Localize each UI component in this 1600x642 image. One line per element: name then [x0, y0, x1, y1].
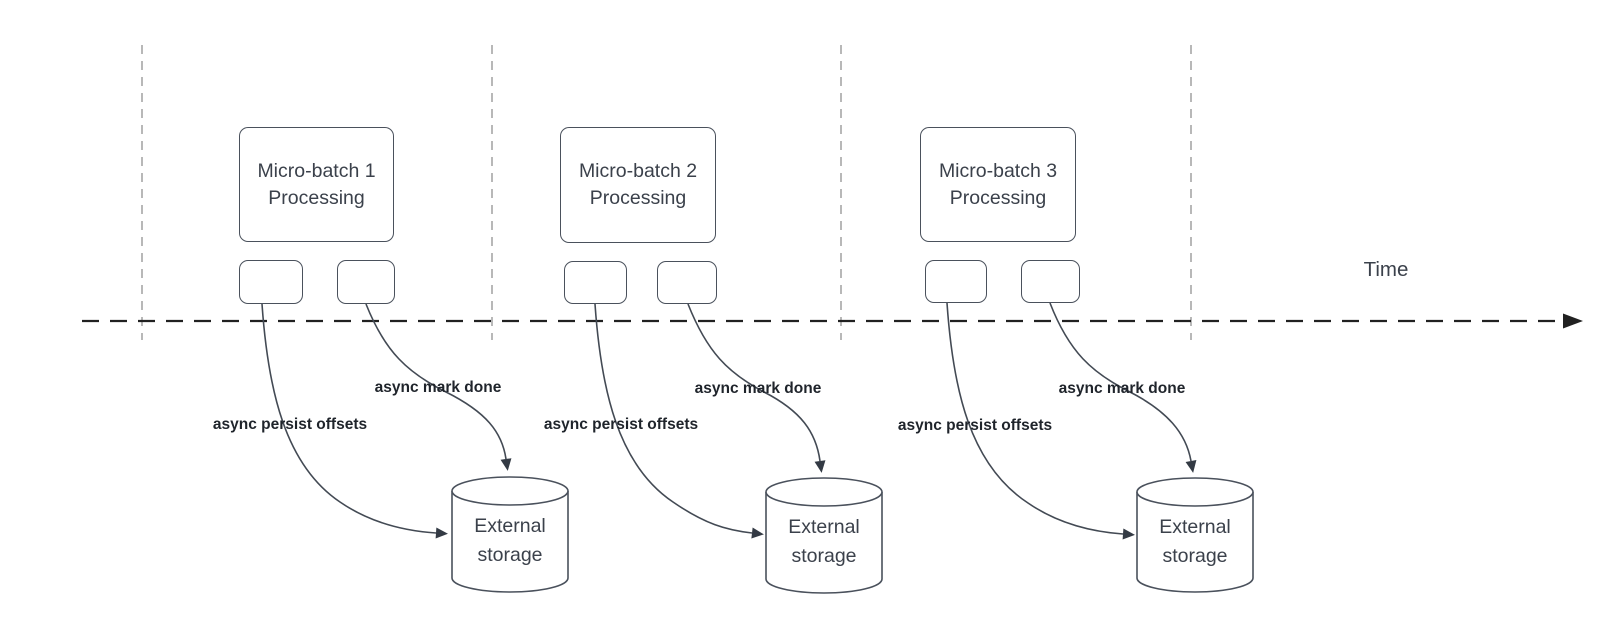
time-axis-arrowhead-icon — [1563, 313, 1583, 329]
cylinder-top — [1136, 477, 1254, 507]
cylinder-body — [451, 491, 569, 593]
persist-offsets-arrow-1 — [261, 303, 448, 539]
cylinder-top — [451, 476, 569, 506]
mark-done-label-2: async mark done — [694, 380, 822, 397]
micro-batch-3-processing-box: Micro-batch 3 Processing — [920, 127, 1076, 242]
storage-cylinder-2 — [765, 477, 883, 594]
storage-label-line2: storage — [1162, 545, 1228, 567]
storage-cylinder-1 — [451, 476, 569, 593]
persist-offsets-arrow-3 — [946, 302, 1135, 540]
time-axis-label: Time — [1363, 258, 1409, 281]
persist-offsets-label-3: async persist offsets — [897, 417, 1053, 434]
mark-done-task-box-1 — [337, 260, 395, 304]
persist-offsets-label-2: async persist offsets — [543, 416, 699, 433]
mark-done-task-box-3 — [1021, 260, 1080, 303]
mark-done-arrow-3 — [1049, 302, 1197, 473]
persist-offsets-task-box-2 — [564, 261, 627, 304]
external-storage-label-1: External storage — [474, 512, 546, 570]
mark-done-arrow-2 — [687, 303, 826, 473]
micro-batch-2-processing-box: Micro-batch 2 Processing — [560, 127, 716, 243]
external-storage-label-3: External storage — [1159, 513, 1231, 571]
micro-batch-box-subtitle: Processing — [268, 186, 365, 209]
mark-done-arrow-1 — [365, 303, 512, 471]
persist-offsets-task-box-1 — [239, 260, 303, 304]
persist-offsets-label-1: async persist offsets — [212, 416, 368, 433]
micro-batch-box-subtitle: Processing — [589, 187, 687, 209]
cylinder-top — [765, 477, 883, 507]
mark-done-label-3: async mark done — [1058, 380, 1186, 397]
storage-cylinder-3 — [1136, 477, 1254, 593]
external-storage-label-2: External storage — [788, 513, 860, 571]
storage-label-line2: storage — [791, 545, 857, 567]
mark-done-label-1: async mark done — [374, 379, 502, 396]
persist-offsets-arrow-2 — [594, 303, 764, 539]
micro-batch-box-subtitle: Processing — [949, 186, 1047, 209]
storage-label-line1: External — [474, 515, 546, 537]
cylinder-body — [1136, 492, 1254, 593]
storage-label-line2: storage — [477, 544, 543, 566]
storage-label-line1: External — [1159, 516, 1231, 538]
cylinder-body — [765, 492, 883, 594]
micro-batch-box-title: Micro-batch 3 — [938, 159, 1058, 182]
micro-batch-box-title: Micro-batch 2 — [578, 160, 698, 182]
micro-batch-box-title: Micro-batch 1 — [257, 159, 376, 182]
micro-batch-1-processing-box: Micro-batch 1 Processing — [239, 127, 394, 242]
mark-done-task-box-2 — [657, 261, 717, 304]
storage-label-line1: External — [788, 516, 860, 538]
persist-offsets-task-box-3 — [925, 260, 987, 303]
